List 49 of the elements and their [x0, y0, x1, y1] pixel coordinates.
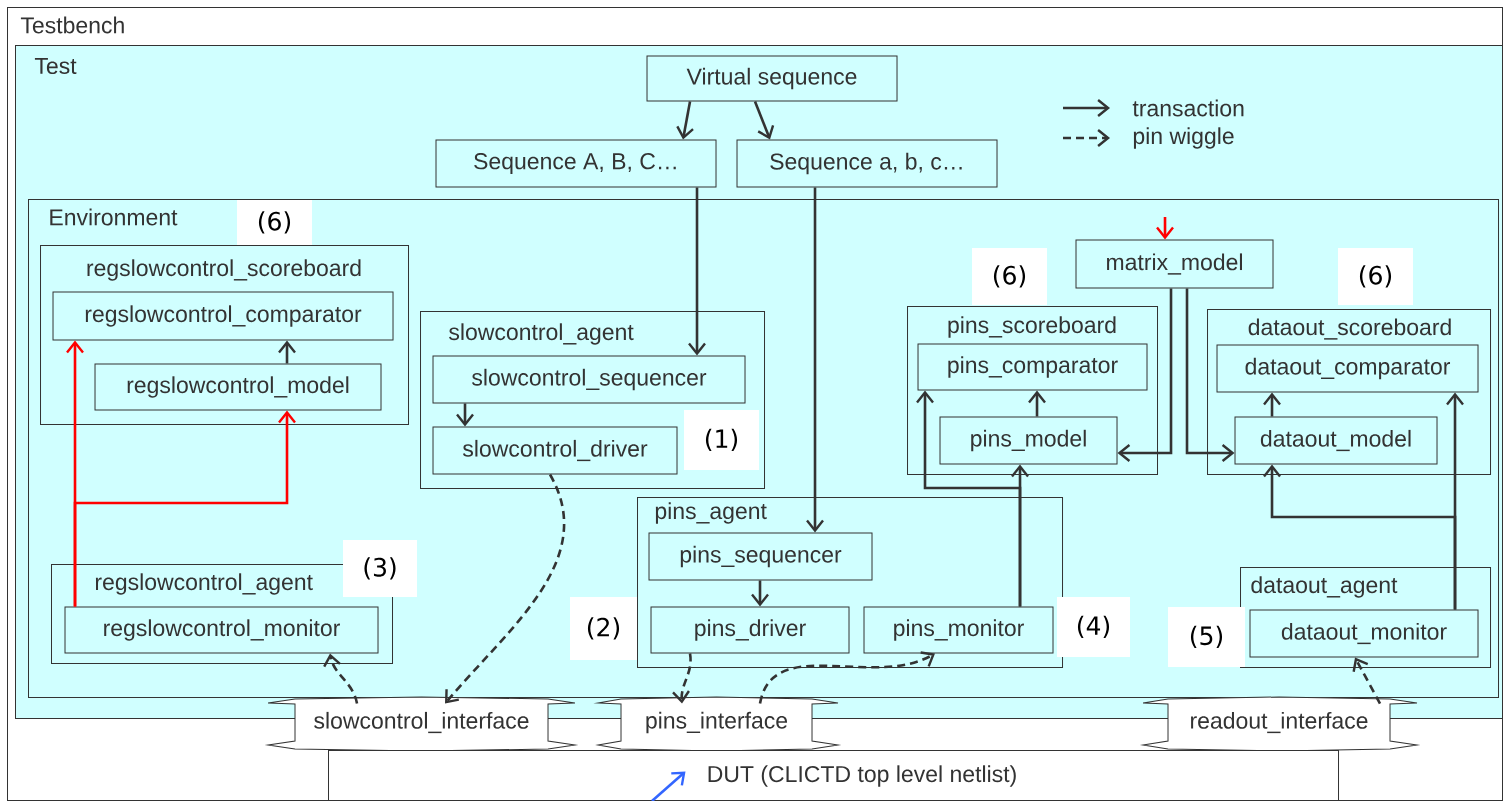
component-box: pins_monitor — [863, 606, 1054, 654]
arrow — [278, 340, 296, 364]
component-box: pins_comparator — [917, 343, 1148, 391]
arrow — [1117, 288, 1173, 462]
callout-number: (6) — [972, 248, 1047, 305]
arrow — [323, 653, 359, 704]
arrow — [688, 187, 706, 356]
arrow — [1028, 390, 1046, 417]
arrow — [1446, 392, 1464, 610]
component-box: pins_model — [939, 416, 1118, 465]
component-box: regslowcontrol_comparator — [52, 291, 394, 341]
component-box: slowcontrol_sequencer — [432, 355, 746, 404]
arrow — [672, 653, 692, 704]
arrow — [751, 580, 769, 607]
arrow — [456, 403, 474, 427]
component-box: slowcontrol_driver — [432, 426, 678, 475]
callout-number: (2) — [570, 597, 637, 660]
component-box: dataout_comparator — [1216, 344, 1479, 393]
arrow — [676, 101, 694, 140]
arrow — [1156, 217, 1174, 240]
component-box: matrix_model — [1075, 239, 1274, 289]
arrow — [445, 473, 566, 704]
legend-label: transaction — [1132, 99, 1244, 117]
arrow — [1263, 392, 1281, 417]
dut-box: DUT (CLICTD top level netlist) — [328, 750, 1339, 801]
arrow — [1352, 657, 1382, 705]
sequence-box: Virtual sequence — [646, 55, 898, 102]
arrow — [73, 410, 296, 607]
component-box: pins_sequencer — [648, 532, 873, 581]
component-box: regslowcontrol_model — [94, 363, 382, 411]
arrow — [651, 771, 686, 801]
arrow — [806, 187, 824, 533]
callout-number: (1) — [684, 410, 759, 470]
component-box: regslowcontrol_monitor — [64, 606, 379, 654]
arrow — [1185, 288, 1235, 462]
arrow — [758, 651, 935, 704]
callout-number: (6) — [1338, 248, 1413, 305]
sequence-box: Sequence A, B, C… — [435, 139, 717, 188]
callout-number: (5) — [1168, 607, 1245, 667]
legend-label: pin wiggle — [1133, 127, 1234, 149]
arrow — [1011, 464, 1029, 607]
callout-number: (6) — [237, 200, 312, 245]
component-box: dataout_monitor — [1249, 609, 1479, 658]
callout-number: (4) — [1057, 597, 1130, 657]
component-box: dataout_model — [1234, 416, 1438, 465]
component-box: pins_driver — [650, 606, 850, 654]
callout-number: (3) — [343, 540, 417, 597]
arrow — [753, 101, 775, 140]
sequence-box: Sequence a, b, c… — [736, 139, 998, 188]
